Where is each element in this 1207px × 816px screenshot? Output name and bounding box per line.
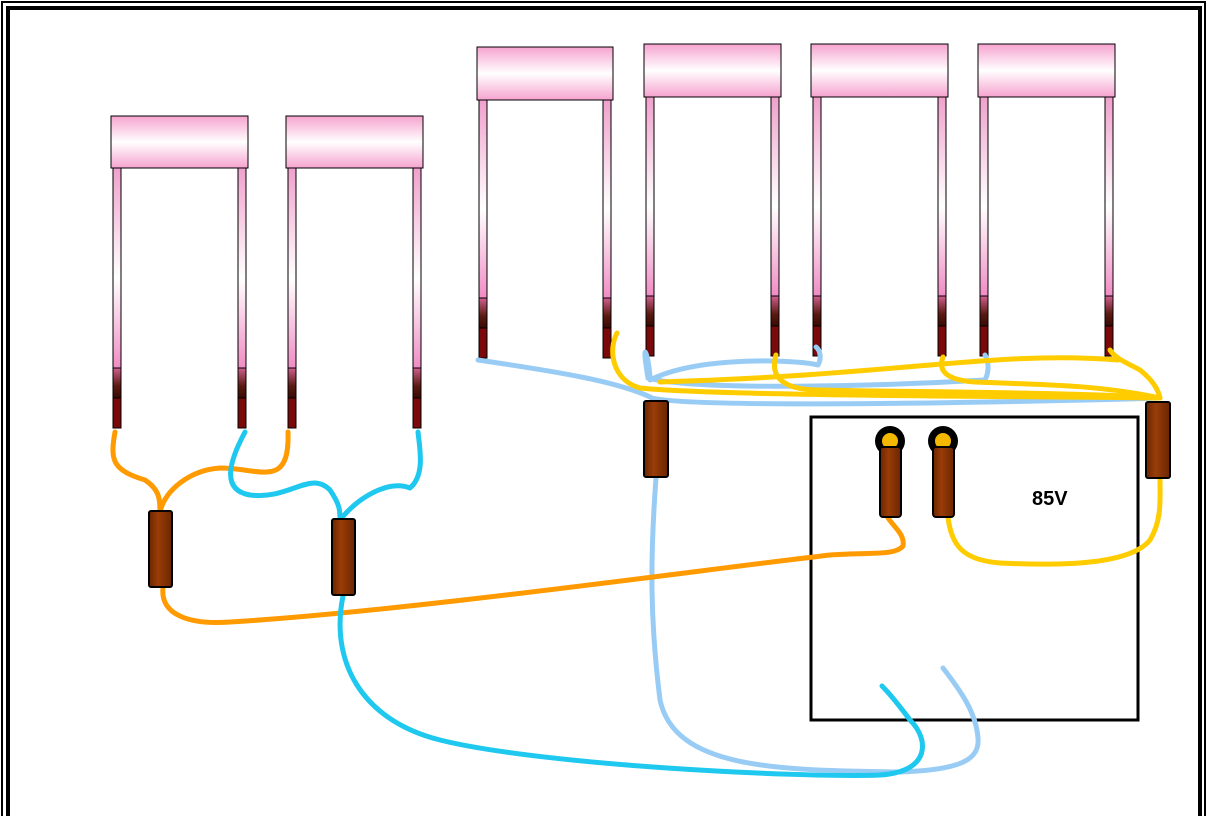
plate-lead [979, 96, 989, 297]
plate-3 [476, 46, 614, 359]
plate-lead-tip [478, 327, 488, 359]
plate-lead-band [812, 295, 822, 327]
plate-lead-band [937, 295, 947, 327]
plate-lead [812, 96, 822, 297]
plate-lead-band [645, 295, 655, 327]
plate-cap [977, 43, 1116, 98]
plate-lead-band [478, 297, 488, 329]
plate-cap [285, 115, 424, 169]
plate-lead-band [1104, 295, 1114, 327]
plate-cap [810, 43, 949, 98]
plate-lead-band [412, 367, 422, 399]
plate-lead-tip [812, 325, 822, 357]
plate-cap [643, 43, 782, 98]
wire-orange [110, 429, 906, 626]
plate-lead-band [287, 367, 297, 399]
plate-lead-tip [1104, 325, 1114, 357]
frame-inner [6, 6, 1202, 816]
plate-lead [478, 99, 488, 299]
plate-lead [412, 167, 422, 369]
plate-lead-band [979, 295, 989, 327]
plate-lead [937, 96, 947, 297]
plate-lead-tip [237, 397, 247, 429]
plate-lead-band [602, 297, 612, 329]
wire-cyan [228, 429, 925, 778]
terminal-plug [879, 446, 902, 518]
plates [110, 43, 1116, 429]
voltage-label: 85V [1032, 488, 1068, 510]
plate-cap [110, 115, 249, 169]
wires [110, 330, 1163, 778]
plate-lead [770, 96, 780, 297]
plate-lead [645, 96, 655, 297]
plate-5 [810, 43, 949, 357]
wire-yellow [610, 330, 1163, 567]
plate-4 [643, 43, 782, 357]
plate-lead-tip [770, 325, 780, 357]
plate-1 [110, 115, 249, 429]
plate-lead [112, 167, 122, 369]
power-supply-box [809, 415, 1140, 722]
plate-lead-band [112, 367, 122, 399]
plate-cap [476, 46, 614, 101]
plate-lead-band [237, 367, 247, 399]
power-supply: 85V [809, 415, 1140, 722]
plate-6 [977, 43, 1116, 357]
connector-4 [1145, 401, 1171, 479]
plate-lead-tip [287, 397, 297, 429]
terminal-positive [875, 426, 905, 518]
connector-2 [331, 518, 356, 596]
terminal-center [882, 433, 898, 449]
connectors [148, 400, 1171, 596]
plate-lead-tip [979, 325, 989, 357]
plate-lead [287, 167, 297, 369]
plate-lead-tip [112, 397, 122, 429]
connector-3 [643, 400, 669, 478]
plate-lead-tip [645, 325, 655, 357]
terminal-plug [932, 446, 955, 518]
plate-lead-tip [412, 397, 422, 429]
wire-light-blue [475, 344, 1163, 775]
plate-2 [285, 115, 424, 429]
connector-1 [148, 510, 173, 588]
power-terminals [875, 426, 958, 518]
plate-lead [237, 167, 247, 369]
plate-lead-tip [602, 327, 612, 359]
terminal-center [935, 433, 951, 449]
terminal-negative [928, 426, 958, 518]
plate-lead-band [770, 295, 780, 327]
plate-lead [602, 99, 612, 299]
plate-lead-tip [937, 325, 947, 357]
plate-lead [1104, 96, 1114, 297]
